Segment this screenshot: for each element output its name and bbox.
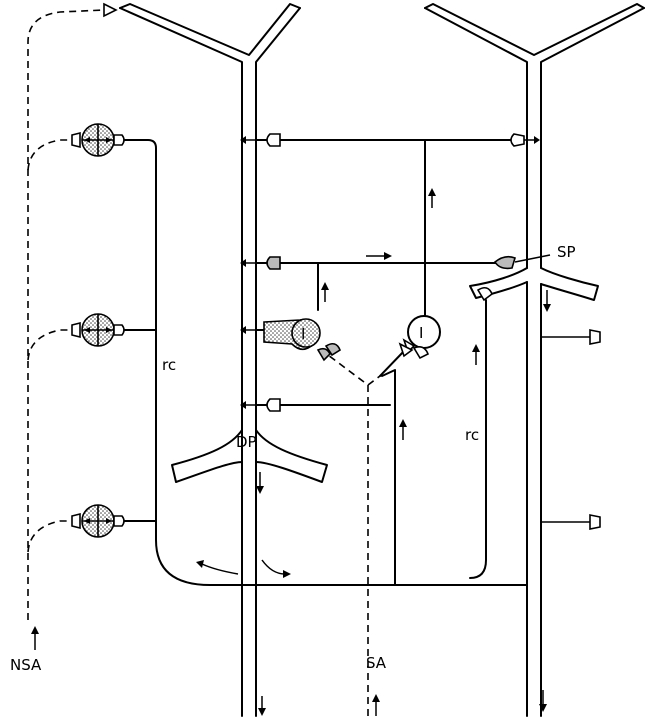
specific-afferent — [327, 342, 414, 716]
sp-label: SP — [557, 243, 576, 261]
synaptic-terminals — [266, 133, 525, 412]
interneuron-right-label: I — [419, 324, 423, 342]
superficial-pyramidal-cell — [424, 3, 645, 717]
signal-arrows — [31, 136, 551, 716]
small-cell-middle — [71, 313, 125, 347]
deep-pyramidal-cell — [119, 3, 328, 717]
interneuron-left: I — [263, 318, 341, 362]
rc-right-label: rc — [465, 426, 479, 444]
sa-label: SA — [366, 654, 387, 672]
interneuron-left-label: I — [301, 325, 305, 343]
recurrent-collateral-right — [469, 299, 487, 579]
small-cells-left — [71, 123, 125, 538]
small-cell-top — [71, 123, 125, 157]
horizontal-axons — [255, 139, 515, 406]
nsa-label: NSA — [10, 656, 42, 674]
dp-label: DP — [236, 433, 257, 451]
recurrent-collateral-left — [117, 139, 528, 586]
non-specific-afferent — [27, 2, 118, 620]
small-cell-bottom — [71, 504, 125, 538]
rc-left-label: rc — [162, 356, 176, 374]
